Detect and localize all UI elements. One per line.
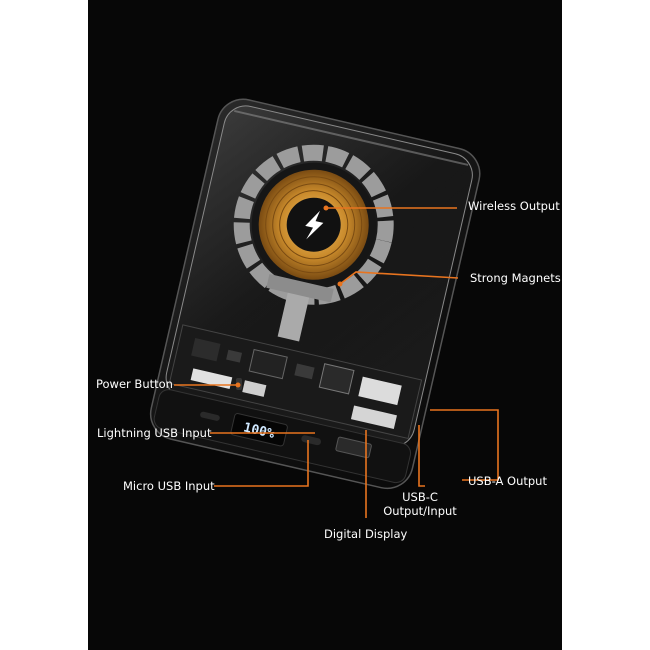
- magnet-alignment-strip: [277, 291, 310, 342]
- label-power-button: Power Button: [96, 377, 173, 391]
- label-strong-magnets: Strong Magnets: [470, 271, 561, 285]
- callout-usb-a-output: [430, 409, 499, 481]
- callout-usb-c: [418, 425, 425, 487]
- label-usb-c-line2: Output/Input: [383, 504, 457, 518]
- lightning-port: [200, 411, 220, 421]
- circuit-board: [168, 324, 423, 440]
- label-usb-c-output-input: USB-C Output/Input: [383, 490, 457, 518]
- lightning-bolt-icon: [305, 210, 324, 240]
- callout-lines: [174, 207, 499, 518]
- label-usb-a-output: USB-A Output: [468, 474, 547, 488]
- callout-strong-magnets: [339, 271, 459, 285]
- digital-display-panel: [230, 413, 288, 447]
- digital-display-readout: 100%: [242, 420, 276, 442]
- label-digital-display: Digital Display: [324, 527, 408, 541]
- label-lightning-usb-input: Lightning USB Input: [97, 426, 212, 440]
- label-micro-usb-input: Micro USB Input: [123, 479, 215, 493]
- usb-a-port: [335, 436, 372, 459]
- label-wireless-output: Wireless Output: [468, 199, 560, 213]
- callout-dots: [235, 205, 343, 388]
- callout-micro-usb-input: [214, 440, 309, 487]
- label-usb-c-line1: USB-C: [402, 490, 438, 504]
- usb-c-port: [301, 435, 322, 446]
- power-bank-device: 100%: [149, 98, 481, 490]
